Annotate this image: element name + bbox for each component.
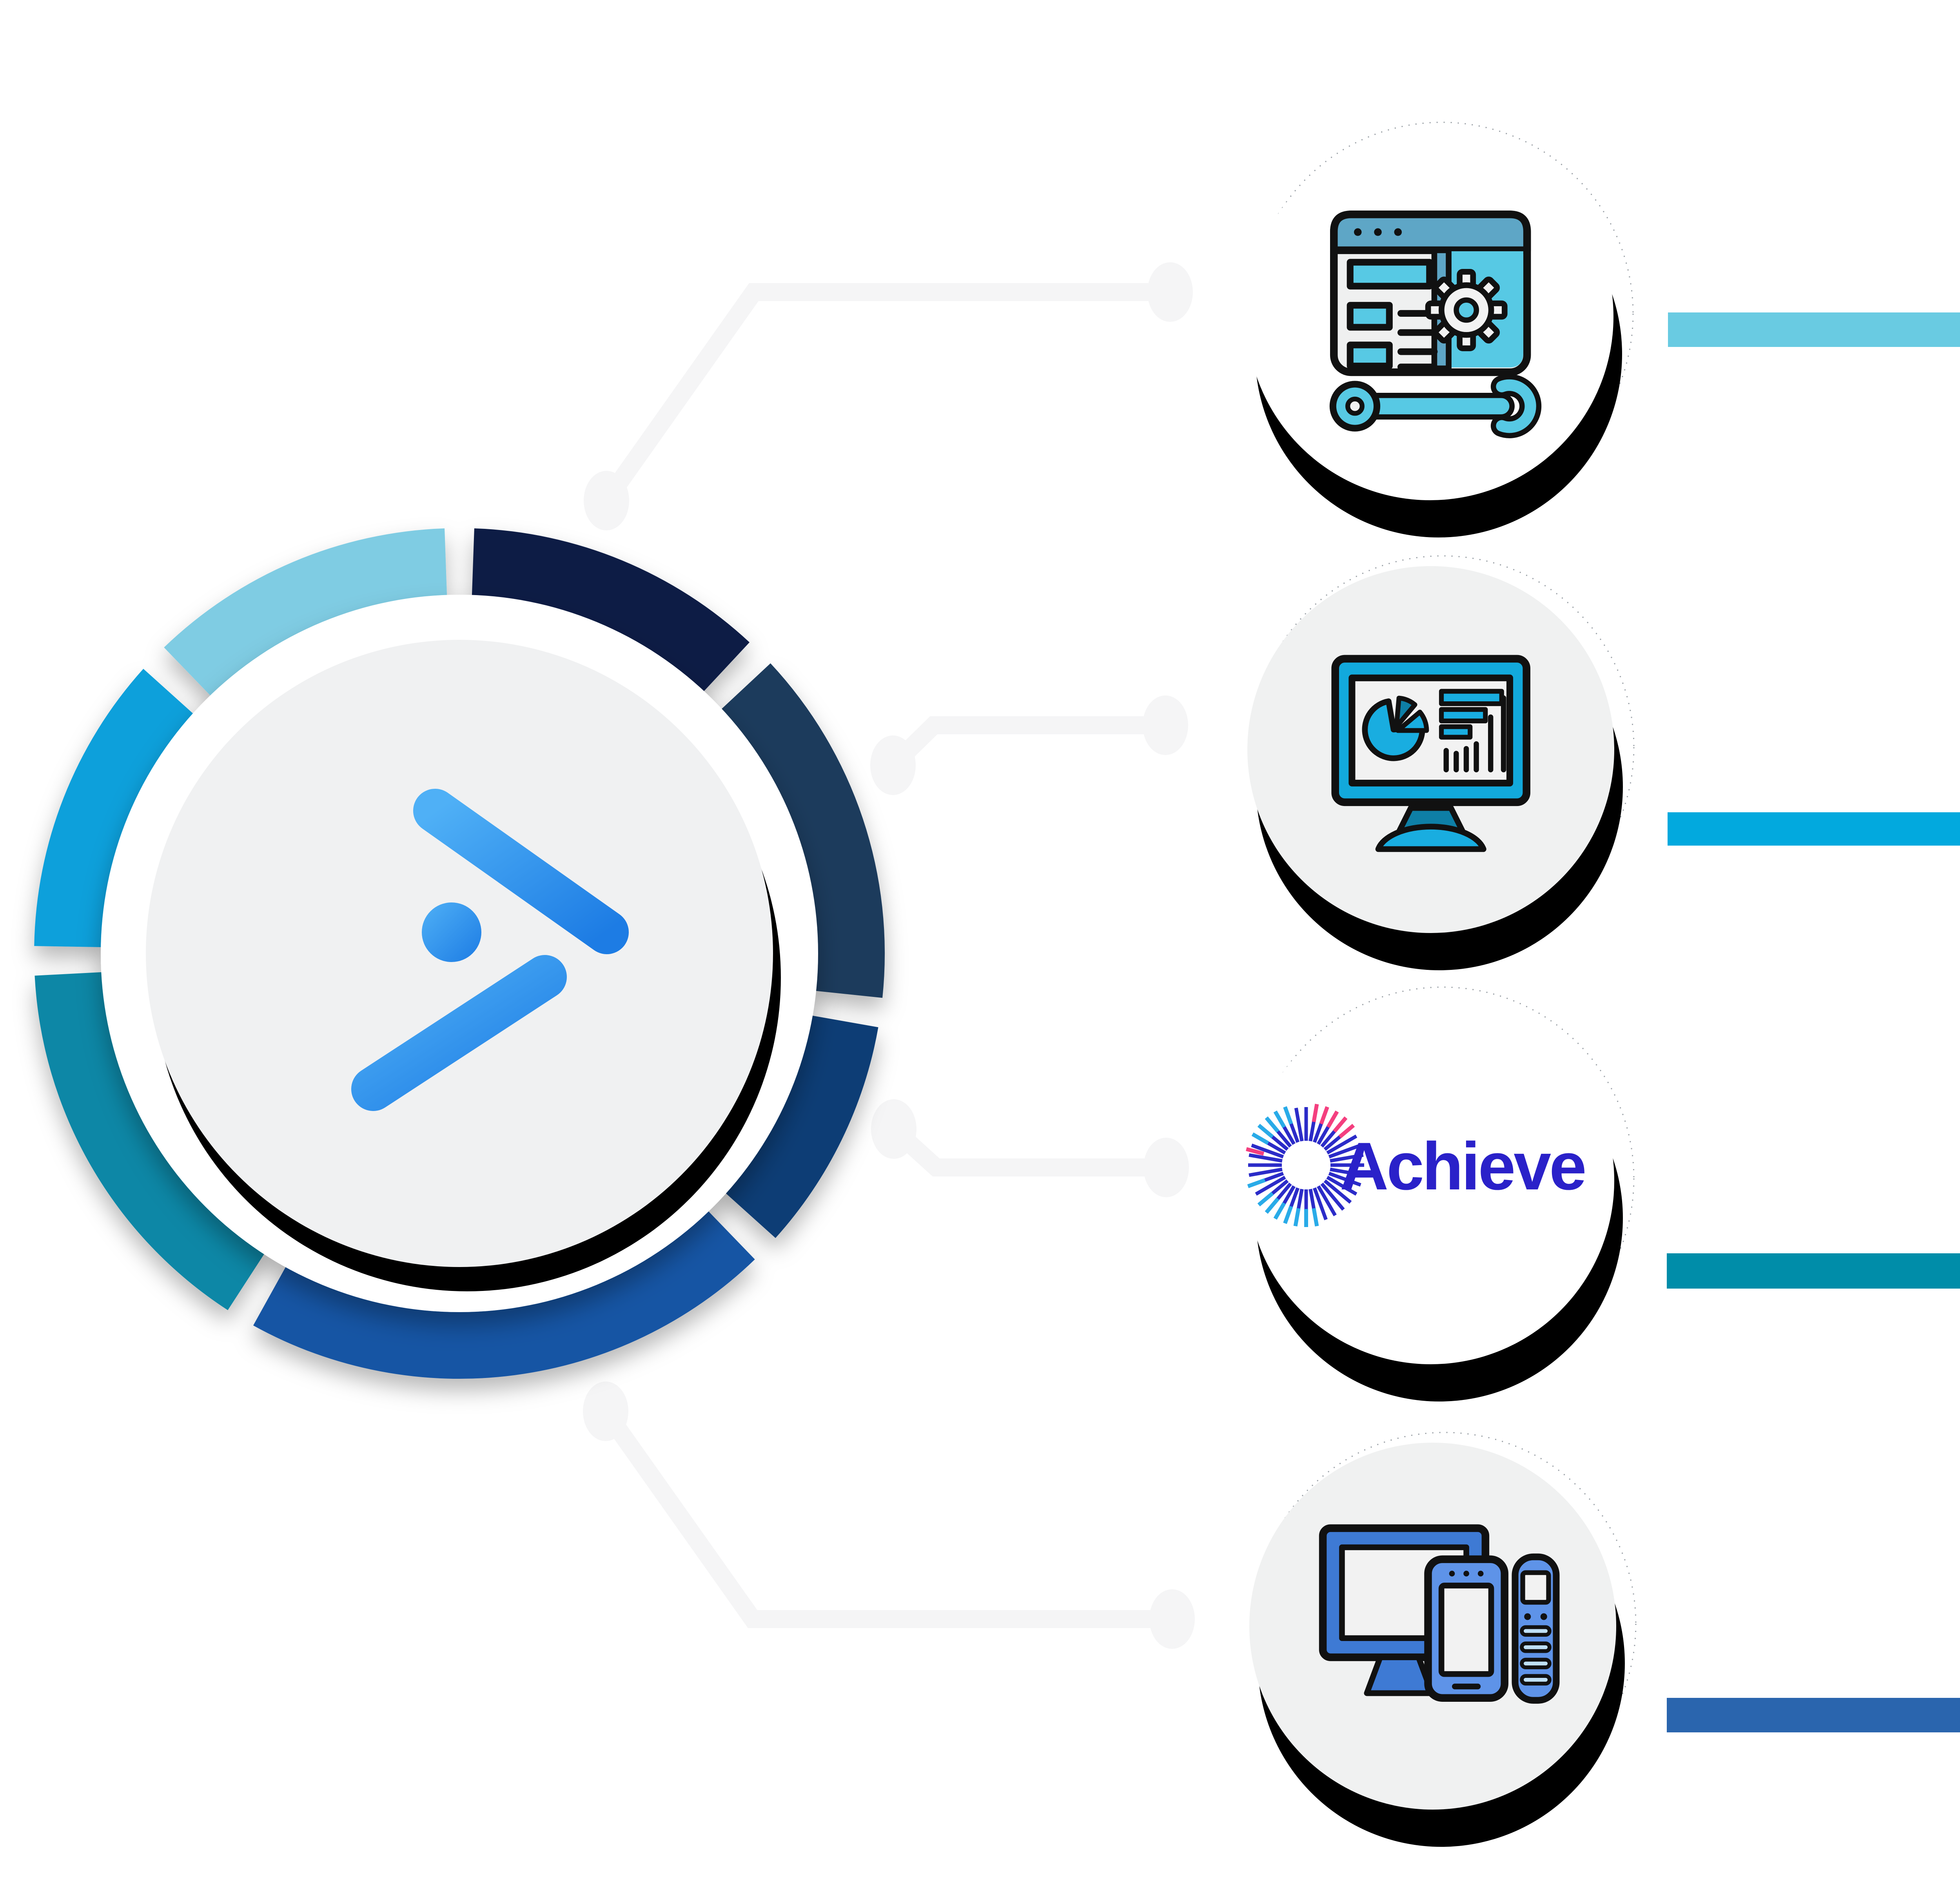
- starburst-ray: [1257, 1124, 1274, 1138]
- node-achieve: Achieve: [1246, 986, 1635, 1401]
- starburst-ray: [1283, 1106, 1293, 1125]
- starburst-ray: [1294, 1107, 1304, 1142]
- node-web-settings: [1247, 122, 1634, 537]
- connector-node-dot: [583, 1382, 628, 1441]
- starburst-ray: [1273, 1110, 1286, 1128]
- starburst-ray: [1328, 1144, 1361, 1159]
- node-analytics-dashboard: [1247, 555, 1635, 970]
- connectors: [583, 262, 1195, 1649]
- starburst-ray: [1326, 1176, 1357, 1196]
- logo-dot: [422, 902, 481, 962]
- starburst-ray: [1333, 1116, 1348, 1133]
- accent-bars: [1667, 312, 1960, 1732]
- starburst-ray: [1326, 1135, 1357, 1155]
- starburst-ray: [1317, 1185, 1337, 1216]
- node-multi-devices: [1249, 1432, 1637, 1847]
- connector-achieve: [887, 1122, 1166, 1176]
- bar-analytics: [1668, 812, 1960, 846]
- starburst-ray: [1320, 1182, 1345, 1211]
- hub-ring: [34, 528, 885, 1379]
- starburst-ray: [1338, 1124, 1355, 1138]
- pie-chart-glyph: [1362, 695, 1429, 761]
- starburst-ray: [1247, 1178, 1266, 1188]
- hub-logo-play-icon: [341, 759, 629, 1111]
- starburst-ray: [1249, 1167, 1283, 1177]
- achieve-starburst: [1246, 1104, 1364, 1227]
- starburst-ray: [1265, 1197, 1279, 1214]
- connector-node-dot: [1147, 262, 1193, 322]
- achieve-logo: Achieve: [1246, 1104, 1587, 1227]
- ring-segment-medium-blue: [253, 1207, 755, 1379]
- ring-segment-light-blue: [164, 528, 447, 700]
- bar-web-settings: [1668, 312, 1960, 347]
- hub: [34, 528, 885, 1379]
- devices-icon: [1319, 1524, 1560, 1704]
- starburst-ray: [1251, 1132, 1269, 1145]
- ring-segment-dark-blue: [721, 1015, 878, 1238]
- logo-top-diagonal: [413, 789, 629, 954]
- bar-chart-glyph: [1439, 689, 1506, 773]
- starburst-ray: [1293, 1208, 1301, 1227]
- browser-settings-icon: [1329, 211, 1542, 438]
- gear-icon: [1425, 269, 1508, 351]
- starburst-ray: [1312, 1104, 1319, 1122]
- connector-analytics: [886, 716, 1165, 772]
- connector-node-dot: [1143, 1138, 1189, 1197]
- analytics-monitor-icon: [1331, 655, 1530, 852]
- starburst-ray: [1326, 1110, 1339, 1128]
- starburst-ray: [1330, 1153, 1364, 1163]
- ring-segment-cyan: [34, 669, 198, 948]
- connector-web-settings: [599, 283, 1170, 506]
- starburst-ray: [1312, 1187, 1328, 1220]
- connector-node-dot: [870, 735, 916, 795]
- logo-bottom-diagonal: [351, 955, 567, 1111]
- starburst-ray: [1330, 1167, 1364, 1177]
- connector-devices: [598, 1406, 1172, 1628]
- starburst-ray: [1257, 1192, 1274, 1207]
- tower-glyph: [1512, 1553, 1560, 1704]
- starburst-ray: [1328, 1171, 1361, 1187]
- bar-achieve: [1667, 1253, 1960, 1289]
- starburst-ray: [1255, 1176, 1286, 1196]
- ring-segment-teal: [34, 972, 267, 1310]
- starburst-ray: [1246, 1147, 1265, 1156]
- starburst-ray: [1265, 1116, 1279, 1133]
- starburst-ray: [1273, 1202, 1286, 1220]
- starburst-ray: [1312, 1208, 1319, 1227]
- connector-node-dot: [1149, 1589, 1195, 1649]
- starburst-ray: [1283, 1205, 1293, 1224]
- node-circle: [1247, 997, 1614, 1364]
- connector-node-dot: [1143, 695, 1188, 755]
- bar-devices: [1667, 1698, 1960, 1732]
- connector-node-dot: [871, 1099, 916, 1159]
- starburst-ray: [1249, 1153, 1283, 1163]
- starburst-ray: [1323, 1179, 1352, 1204]
- ring-segment-navy: [472, 528, 750, 695]
- smartphone-glyph: [1424, 1555, 1508, 1702]
- connector-node-dot: [584, 471, 629, 530]
- achieve-wordmark: Achieve: [1340, 1129, 1585, 1204]
- starburst-ray: [1319, 1106, 1329, 1125]
- ring-segment-slate: [717, 663, 885, 998]
- wrench-icon: [1329, 374, 1542, 438]
- starburst-ray: [1251, 1144, 1284, 1159]
